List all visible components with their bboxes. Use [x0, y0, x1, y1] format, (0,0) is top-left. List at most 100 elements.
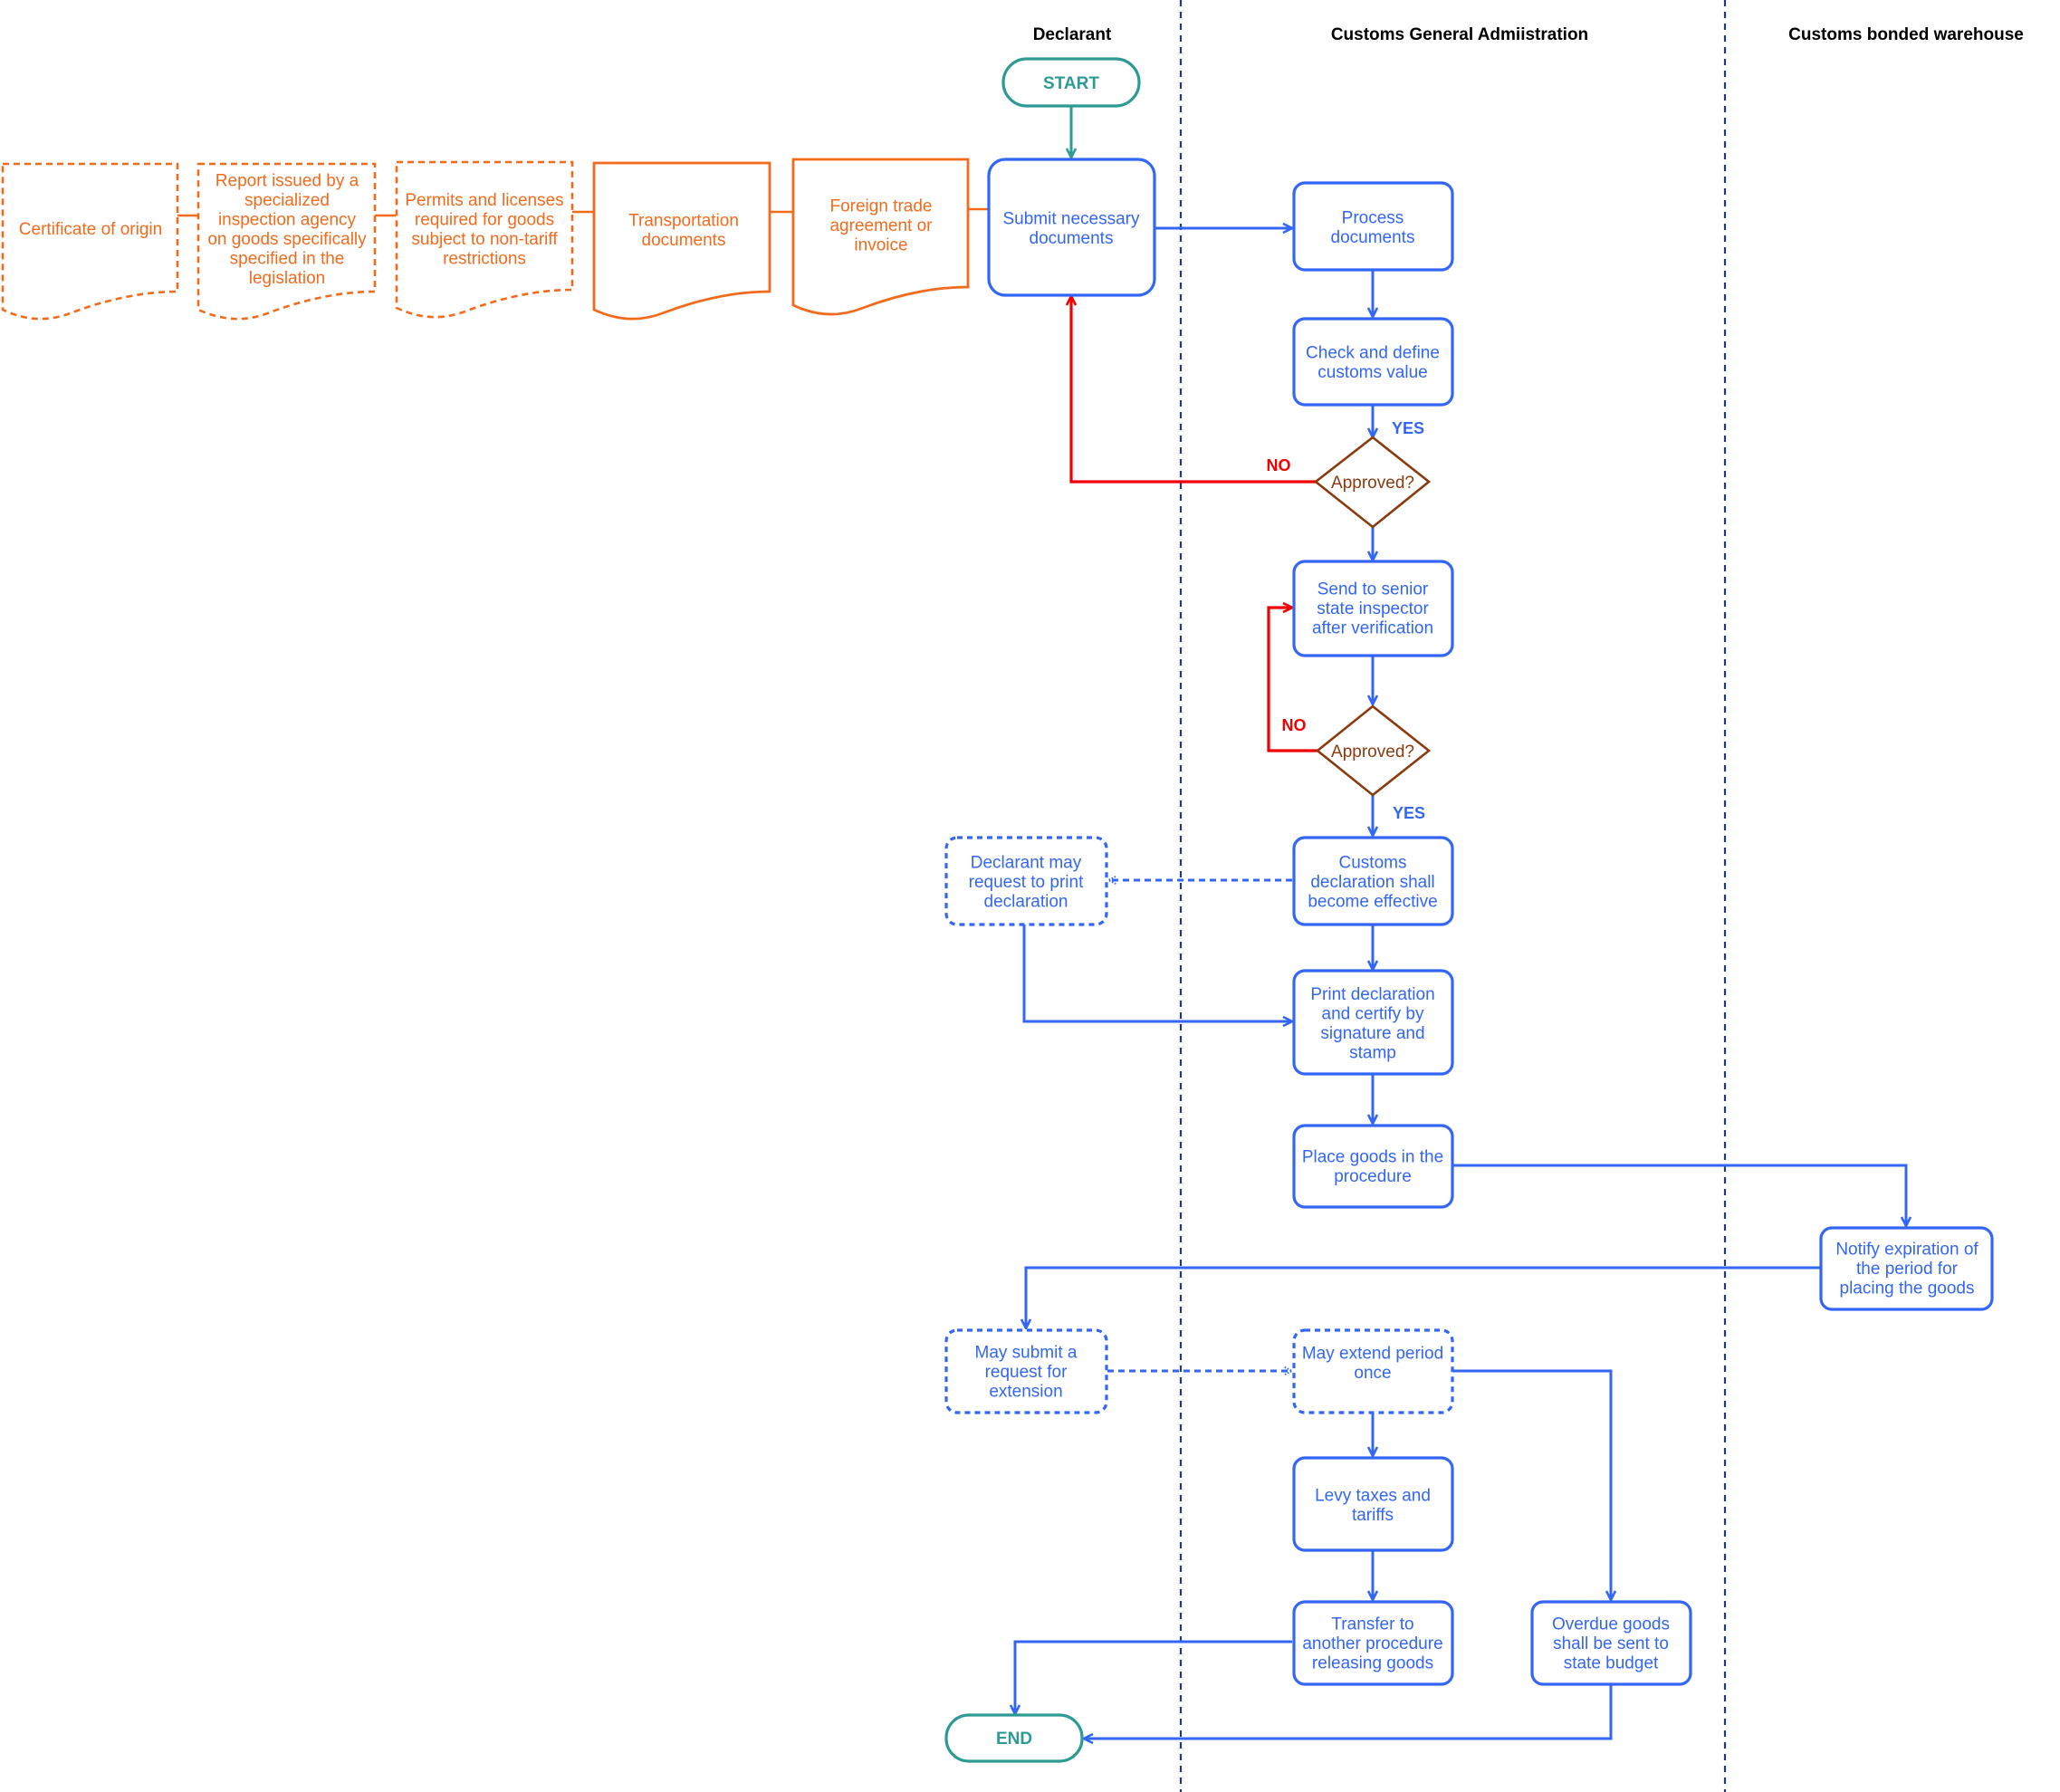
label-line: Submit necessary: [1002, 209, 1140, 228]
label-line: required for goods: [415, 210, 554, 229]
label-line: Declarant may: [971, 854, 1082, 873]
edge-extend-overdue: [1452, 1369, 1611, 1600]
label-line: Transportation: [628, 211, 739, 230]
connectors: [177, 106, 1906, 1739]
label-no-approved2: NO: [1282, 716, 1307, 734]
terminal-label: START: [1043, 74, 1099, 93]
label-line: Print declaration: [1310, 985, 1434, 1004]
label-line: after verification: [1312, 619, 1433, 638]
label-line: restrictions: [443, 249, 526, 268]
label-line: documents: [1331, 228, 1415, 247]
label-line: on goods specifically: [207, 230, 367, 249]
terminal-end[interactable]: END: [944, 1713, 1084, 1763]
label-line: Levy taxes and: [1315, 1486, 1431, 1505]
label-line: stamp: [1349, 1043, 1396, 1062]
label-line: declaration shall: [1310, 873, 1434, 892]
edge-overdue-end: [1084, 1684, 1613, 1739]
label-line: become effective: [1308, 893, 1437, 912]
terminal-start[interactable]: START: [1001, 57, 1141, 108]
label-line: Permits and licenses: [405, 191, 563, 210]
document-label: Certificate of origin: [19, 220, 162, 239]
lane-title-customs-admin: Customs General Admiistration: [1331, 25, 1588, 44]
label-line: extension: [989, 1383, 1062, 1402]
label-line: Place goods in the: [1302, 1147, 1443, 1166]
label-line: shall be sent to: [1553, 1634, 1669, 1653]
lane-title-declarant: Declarant: [1033, 25, 1112, 44]
edge-place-notify: [1452, 1164, 1906, 1226]
label-line: invoice: [854, 236, 907, 255]
decision-approved-1[interactable]: Approved?: [1313, 436, 1432, 529]
terminal-label: END: [996, 1730, 1032, 1749]
label-line: documents: [642, 231, 726, 250]
document-certificate-of-origin[interactable]: Certificate of origin: [1, 162, 179, 321]
label-line: placing the goods: [1840, 1279, 1975, 1298]
label-line: Notify expiration of: [1835, 1241, 1979, 1260]
label-line: customs value: [1317, 363, 1427, 382]
label-line: state inspector: [1317, 599, 1429, 618]
label-line: May submit a: [975, 1344, 1078, 1363]
lane-title-bonded-warehouse: Customs bonded warehouse: [1788, 25, 2024, 44]
label-line: state budget: [1564, 1654, 1659, 1673]
label-line: once: [1354, 1364, 1391, 1383]
label-line: signature and: [1320, 1024, 1424, 1043]
label-line: subject to non-tariff: [411, 230, 558, 249]
label-line: releasing goods: [1312, 1654, 1433, 1673]
label-line: Report issued by a: [216, 171, 359, 190]
label-line: legislation: [249, 269, 326, 288]
label-line: inspection agency: [218, 210, 357, 229]
label-no-approved1: NO: [1267, 456, 1291, 474]
decision-approved-2[interactable]: Approved?: [1315, 704, 1432, 797]
edge-approved1-no-submit: [1071, 296, 1316, 484]
decision-label: Approved?: [1331, 743, 1414, 762]
label-line: request for: [985, 1363, 1068, 1382]
decision-label: Approved?: [1331, 474, 1414, 493]
label-line: May extend period: [1302, 1344, 1443, 1363]
label-line: declaration: [984, 893, 1068, 912]
label-line: Send to senior: [1317, 580, 1429, 599]
label-line: specialized: [244, 191, 330, 210]
label-line: Foreign trade: [829, 197, 932, 216]
label-line: documents: [1030, 229, 1114, 248]
label-line: Transfer to: [1331, 1615, 1413, 1634]
label-line: specified in the: [230, 249, 345, 268]
edge-notify-request-ext: [1026, 1266, 1821, 1328]
label-line: the period for: [1856, 1260, 1959, 1279]
edge-request-print-print: [1022, 925, 1292, 1021]
edge-approved2-no-send: [1267, 608, 1317, 752]
label-line: and certify by: [1322, 1004, 1424, 1023]
label-line: procedure: [1334, 1167, 1412, 1186]
